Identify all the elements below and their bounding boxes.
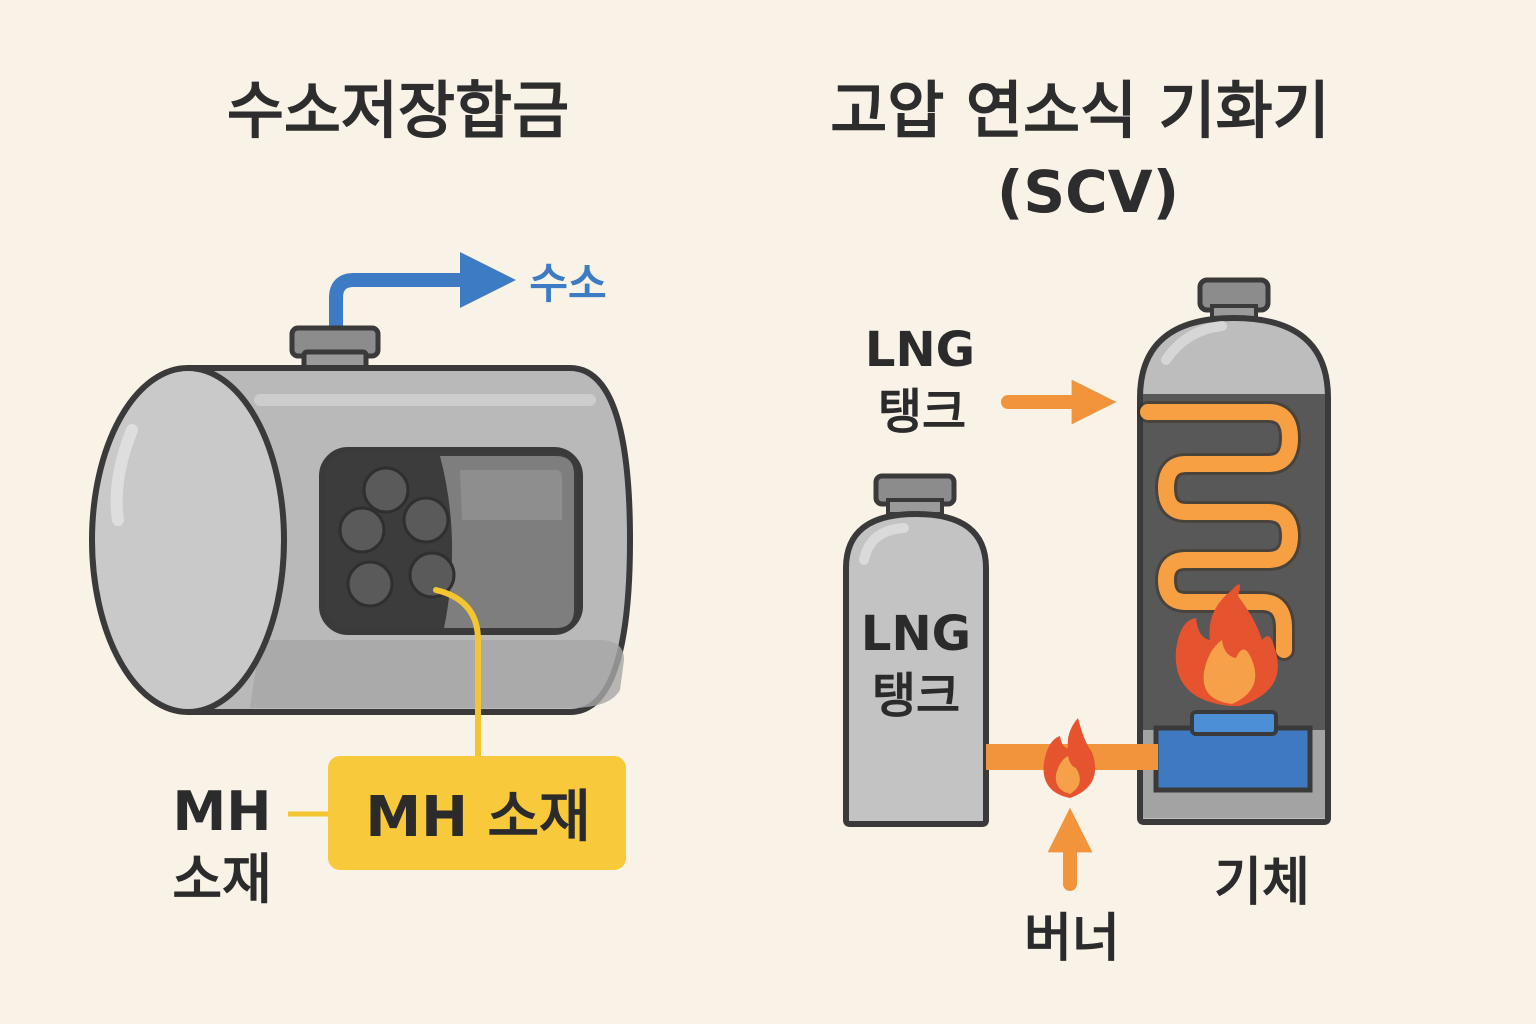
- lng-input-label-line2: 탱크: [878, 384, 966, 440]
- gas-output-label: 기체: [1214, 853, 1310, 913]
- mh-side-label-line1: MH: [173, 780, 272, 843]
- right-title-line2: (SCV): [997, 158, 1179, 226]
- left-title: 수소저장합금: [227, 74, 569, 147]
- coil-tube: [1140, 404, 1298, 658]
- pipe-flame-icon: [1043, 718, 1096, 798]
- mh-side-label-line2: 소재: [172, 848, 271, 911]
- mh-callout-line: [433, 587, 481, 761]
- burner-label: 버너: [1024, 909, 1120, 969]
- mh-material-pellets: [338, 466, 456, 608]
- burner-box: [1153, 710, 1313, 793]
- lng-tank-label-line2: 탱크: [872, 668, 960, 724]
- mh-callout-label: MH 소재: [365, 785, 590, 850]
- flame-icon: [1175, 584, 1278, 706]
- lng-tank-icon: [843, 473, 989, 827]
- right-title-line1: 고압 연소식 기화기: [830, 74, 1330, 147]
- lng-tank-label-line1: LNG: [861, 606, 971, 662]
- mh-callout-box: [328, 756, 626, 870]
- hydrogen-output-label: 수소: [529, 259, 606, 308]
- lng-input-label-line1: LNG: [865, 322, 975, 378]
- hydrogen-output-arrow: [329, 252, 516, 337]
